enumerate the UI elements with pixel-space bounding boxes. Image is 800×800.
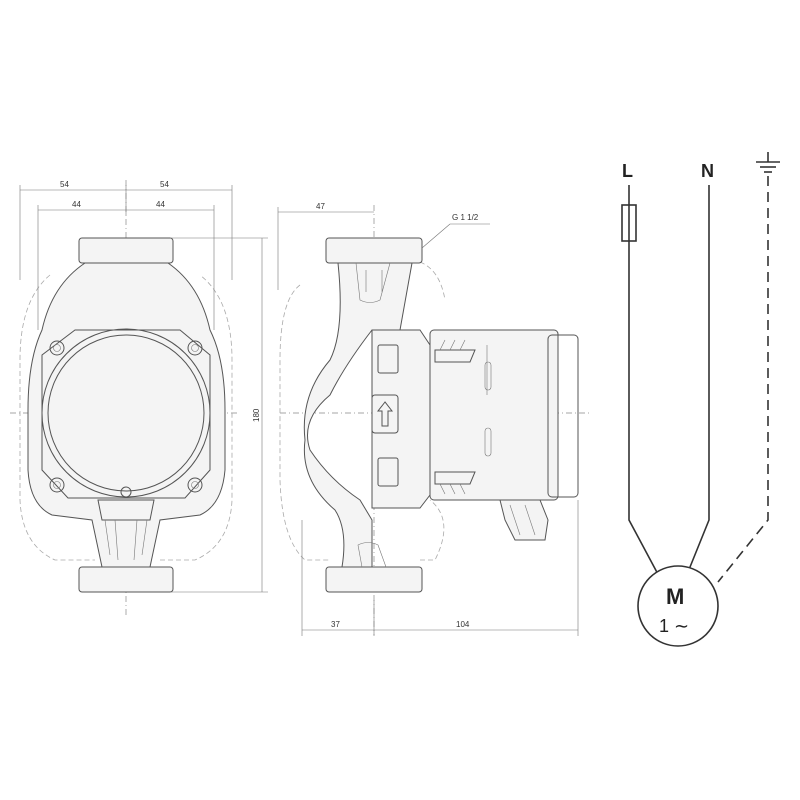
side-bottom-flange (325, 566, 423, 593)
motor-phase: 1 (659, 616, 669, 636)
side-motor-housing (429, 329, 559, 501)
side-control-box (371, 329, 431, 509)
wiring-diagram: L N M 1 ∼ (621, 152, 780, 647)
front-cable-entry (97, 499, 155, 521)
control-arrow-button (371, 394, 399, 434)
front-bottom-flange (78, 566, 174, 593)
control-top-slot (377, 344, 399, 374)
dim-180: 180 (252, 408, 261, 422)
side-pump-body (303, 262, 413, 568)
cooling-fins-bottom (434, 471, 476, 485)
motor-ac-symbol: ∼ (674, 616, 689, 636)
dim-54-left: 54 (60, 180, 69, 189)
dim-104: 104 (456, 620, 470, 629)
front-motor-face (47, 334, 205, 492)
front-hidden-contour (19, 274, 233, 561)
front-view: 54 54 44 44 180 (10, 180, 268, 615)
terminal-box (499, 499, 549, 541)
screw-bottom-left (49, 477, 65, 493)
front-top-flange (78, 237, 174, 264)
thread-label: G 1 1/2 (452, 213, 479, 222)
screw-bottom-right (187, 477, 203, 493)
dim-44-right: 44 (156, 200, 165, 209)
screw-top-right (187, 340, 203, 356)
side-top-flange (325, 237, 423, 264)
flow-arrow-icon (376, 401, 394, 427)
front-housing-plate (41, 329, 211, 499)
motor-icon (637, 565, 719, 647)
control-bottom-slot (377, 457, 399, 487)
ground-icon (756, 152, 780, 173)
dim-54-right: 54 (160, 180, 169, 189)
dim-37: 37 (331, 620, 340, 629)
cooling-fins-top (434, 349, 476, 363)
front-body-shell (27, 262, 226, 568)
side-hidden-contour (279, 261, 446, 561)
screw-top-left (49, 340, 65, 356)
line-label: L (622, 161, 633, 181)
motor-label: M (666, 584, 684, 609)
dim-44-left: 44 (72, 200, 81, 209)
dim-47: 47 (316, 202, 325, 211)
side-view: G 1 1/2 47 37 104 (277, 202, 590, 636)
neutral-label: N (701, 161, 714, 181)
front-dimensions: 54 54 44 44 180 (19, 180, 268, 593)
